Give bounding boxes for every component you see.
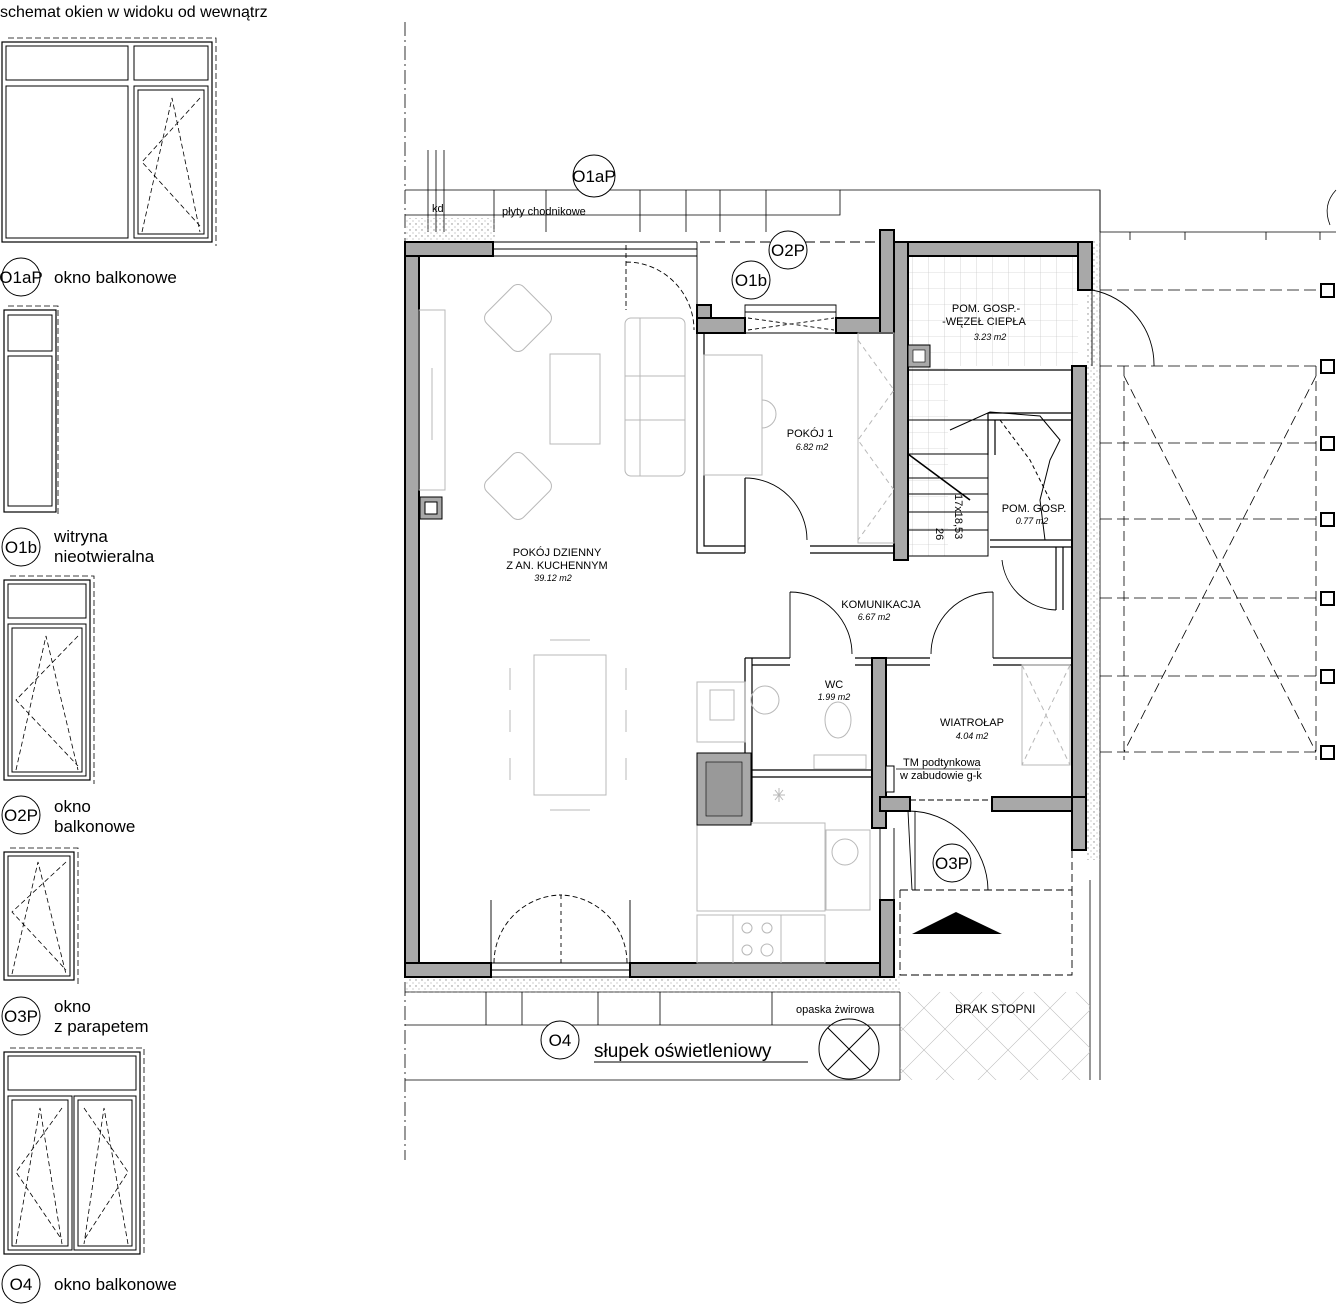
legend-item-o2p: O2P okno balkonowe — [1, 795, 135, 836]
terrace-pergola — [1100, 232, 1326, 760]
room-name: POKÓJ 1 — [787, 427, 833, 440]
windows-doors — [490, 241, 1155, 978]
gravel-strip — [405, 975, 900, 993]
legend-title: schemat okien w widoku od wewnątrz — [0, 4, 268, 21]
tag-circle — [1, 996, 41, 1036]
legend-code: O4 — [10, 1275, 33, 1294]
legend-desc: okno balkonowe — [54, 1275, 177, 1294]
room-name: WC — [825, 679, 843, 691]
light-post-symbol — [818, 1018, 880, 1080]
tag-o1b: O1b — [731, 260, 771, 300]
legend-code: O2P — [4, 806, 38, 825]
staircase — [907, 411, 1061, 557]
tag-o4: O4 — [540, 1020, 580, 1060]
label-plyty: płyty chodnikowe — [502, 206, 586, 218]
fridge-inner — [705, 761, 743, 817]
legend-desc-2: nieotwieralna — [54, 547, 155, 566]
label-brak-stopni: BRAK STOPNI — [955, 1002, 1035, 1016]
label-opaska: opaska żwirowa — [796, 1004, 875, 1016]
tag-circle — [1, 527, 41, 567]
walls — [404, 229, 1093, 978]
room-vestibule: WIATROŁAP 4.04 m2 — [940, 717, 1004, 741]
tag-o3p: O3P — [932, 843, 972, 883]
tag-circle — [1, 795, 41, 835]
legend-item-o3p: O3P okno z parapetem — [1, 996, 149, 1036]
room-name: POM. GOSP.- — [952, 303, 1021, 315]
tag-circle — [1, 1264, 41, 1304]
window-diagram-o1b — [3, 305, 59, 514]
tag-o1ap: O1aP — [572, 154, 616, 198]
legend-code: O3P — [4, 1007, 38, 1026]
sidewalk-paving — [900, 992, 1090, 1080]
room-name: POM. GOSP. — [1002, 503, 1067, 515]
legend-desc-2: z parapetem — [54, 1017, 149, 1036]
room-name: POKÓJ DZIENNY — [513, 546, 602, 559]
room-hall: KOMUNIKACJA 6.67 m2 — [841, 599, 921, 622]
legend-item-o1ap: O1aP okno balkonowe — [0, 257, 177, 297]
room-utility-2: POM. GOSP. 0.77 m2 — [1002, 503, 1067, 526]
legend-desc: okno balkonowe — [54, 268, 177, 287]
label-tm-2: w zabudowie g-k — [899, 770, 982, 782]
legend-desc: witryna — [53, 527, 108, 546]
floor-tiles — [908, 366, 948, 556]
room-name: WIATROŁAP — [940, 717, 1004, 729]
legend-desc: okno — [54, 797, 91, 816]
legend-code: O1b — [5, 538, 37, 557]
tag-label: O1b — [735, 271, 767, 290]
boiler-inner — [912, 349, 926, 363]
tm-box — [885, 765, 895, 793]
room-area: 1.99 m2 — [818, 692, 851, 702]
tag-label: O2P — [771, 241, 805, 260]
room-wc: WC 1.99 m2 — [818, 679, 851, 702]
legend-code: O1aP — [0, 268, 43, 287]
window-diagram-o2p — [3, 575, 95, 784]
room-name: KOMUNIKACJA — [841, 599, 921, 611]
room-area: 3.23 m2 — [974, 332, 1007, 342]
room-living: POKÓJ DZIENNY Z AN. KUCHENNYM 39.12 m2 — [506, 546, 607, 583]
legend-desc: okno — [54, 997, 91, 1016]
stairs-dim: 17x18,53 — [952, 494, 964, 539]
legend-item-o4: O4 okno balkonowe — [1, 1264, 177, 1304]
window-diagram-o4 — [3, 1047, 145, 1256]
room-pokoj-1: POKÓJ 1 6.82 m2 — [787, 427, 833, 452]
tag-circle — [1, 257, 41, 297]
room-name-2: -WĘZEŁ CIEPŁA — [942, 316, 1026, 328]
gravel-strip — [405, 218, 495, 240]
gravel-strip — [1086, 240, 1100, 860]
tag-o2p: O2P — [768, 230, 808, 270]
tag-label: O4 — [549, 1031, 572, 1050]
room-area: 6.82 m2 — [796, 442, 829, 452]
legend-desc-2: balkonowe — [54, 817, 135, 836]
legend-item-o1b: O1b witryna nieotwieralna — [1, 527, 155, 567]
room-utility: POM. GOSP.- -WĘZEŁ CIEPŁA 3.23 m2 — [942, 303, 1026, 342]
tag-label: O3P — [935, 854, 969, 873]
window-diagram-o3p — [3, 847, 79, 984]
room-area: 6.67 m2 — [858, 612, 891, 622]
room-area: 39.12 m2 — [534, 573, 572, 583]
tag-label: O1aP — [572, 167, 615, 186]
label-kd: kd — [432, 203, 444, 215]
label-tm: TM podtynkowa — [903, 757, 982, 769]
room-name-2: Z AN. KUCHENNYM — [506, 560, 607, 572]
pergola-posts — [1320, 283, 1335, 760]
entrance-arrow-icon — [912, 912, 1002, 934]
room-area: 0.77 m2 — [1016, 516, 1049, 526]
label-slupek: słupek oświetleniowy — [594, 1041, 772, 1062]
floor-tiles — [908, 256, 1078, 366]
room-area: 4.04 m2 — [956, 731, 989, 741]
furniture — [418, 284, 1071, 964]
stairs-count: 26 — [933, 528, 945, 540]
window-diagram-o1ap — [1, 37, 217, 246]
